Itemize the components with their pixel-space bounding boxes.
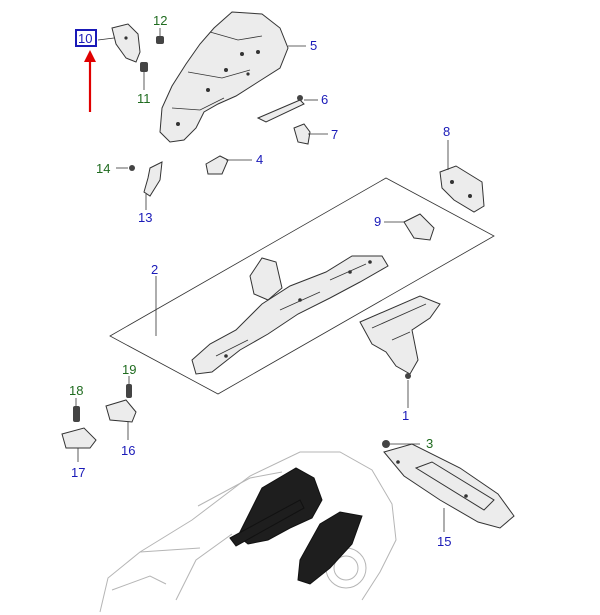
callout-11[interactable]: 11	[137, 91, 151, 106]
callout-6[interactable]: 6	[321, 92, 328, 107]
red-arrow-icon	[84, 50, 96, 112]
callout-14[interactable]: 14	[96, 161, 110, 176]
highlight-box	[75, 29, 97, 47]
callout-4[interactable]: 4	[256, 152, 263, 167]
part-4-bracket[interactable]	[205, 155, 229, 175]
callout-10[interactable]: 10	[78, 31, 92, 46]
part-6-rail[interactable]	[256, 95, 305, 123]
part-14-clip[interactable]	[129, 165, 135, 171]
callout-9[interactable]: 9	[374, 214, 381, 229]
callout-1[interactable]: 1	[402, 408, 409, 423]
callout-3[interactable]: 3	[426, 436, 433, 451]
part-8-bracket[interactable]	[439, 165, 485, 213]
part-7-bracket[interactable]	[293, 123, 311, 145]
part-2-floor-rail[interactable]	[191, 255, 389, 375]
callout-19[interactable]: 19	[122, 362, 136, 377]
part-10-bracket[interactable]	[111, 23, 141, 63]
part-13-brace[interactable]	[143, 161, 163, 197]
part-19-bolt[interactable]	[126, 384, 132, 398]
part-11-nut[interactable]	[140, 62, 148, 72]
assembly-frame	[109, 177, 495, 395]
car-highlight-rear-structure	[229, 467, 363, 585]
part-9-bracket[interactable]	[403, 213, 435, 241]
part-18-bolt[interactable]	[73, 406, 80, 422]
callout-2[interactable]: 2	[151, 262, 158, 277]
callout-8[interactable]: 8	[443, 124, 450, 139]
part-1-side-rail[interactable]	[359, 295, 441, 379]
callout-13[interactable]: 13	[138, 210, 152, 225]
part-5-wheelhouse-panel[interactable]	[159, 11, 289, 143]
car-outline	[99, 451, 397, 613]
callout-12[interactable]: 12	[153, 13, 167, 28]
callout-5[interactable]: 5	[310, 38, 317, 53]
part-16-bracket[interactable]	[105, 399, 137, 423]
part-15-panel[interactable]	[383, 443, 515, 529]
callout-16[interactable]: 16	[121, 443, 135, 458]
callout-15[interactable]: 15	[437, 534, 451, 549]
part-12-bolt[interactable]	[156, 36, 164, 44]
part-17-bracket[interactable]	[61, 427, 97, 449]
callout-7[interactable]: 7	[331, 127, 338, 142]
callout-18[interactable]: 18	[69, 383, 83, 398]
callout-17[interactable]: 17	[71, 465, 85, 480]
part-3-bolt[interactable]	[382, 440, 390, 448]
